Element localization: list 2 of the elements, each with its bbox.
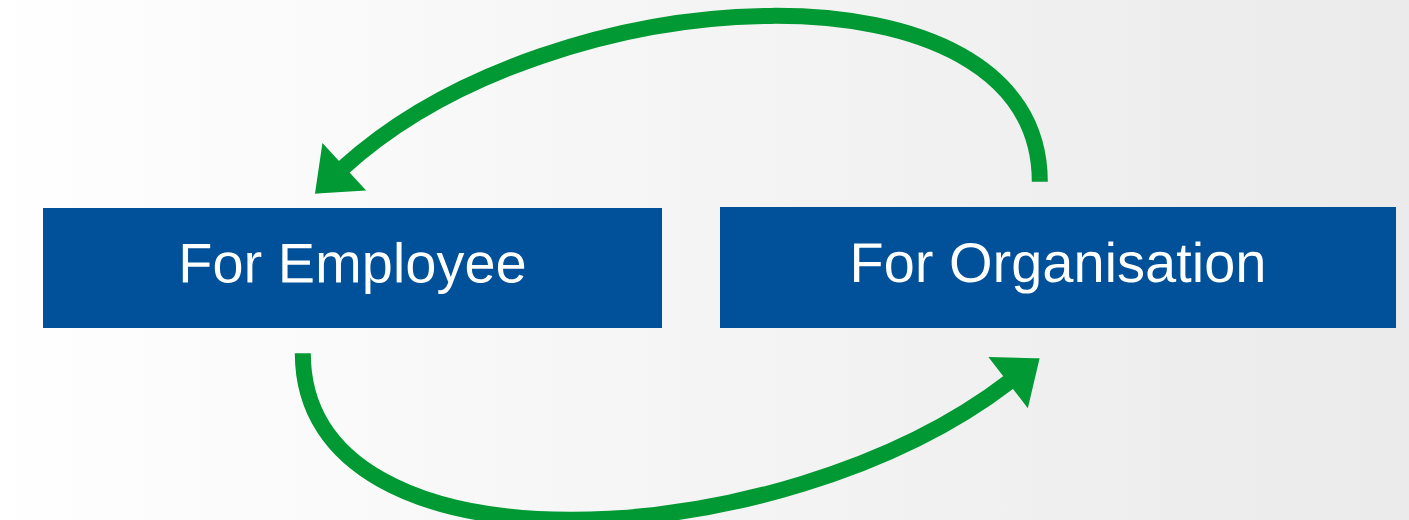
label-box: For Employee: [43, 208, 662, 328]
label-box: For Organisation: [720, 207, 1396, 328]
